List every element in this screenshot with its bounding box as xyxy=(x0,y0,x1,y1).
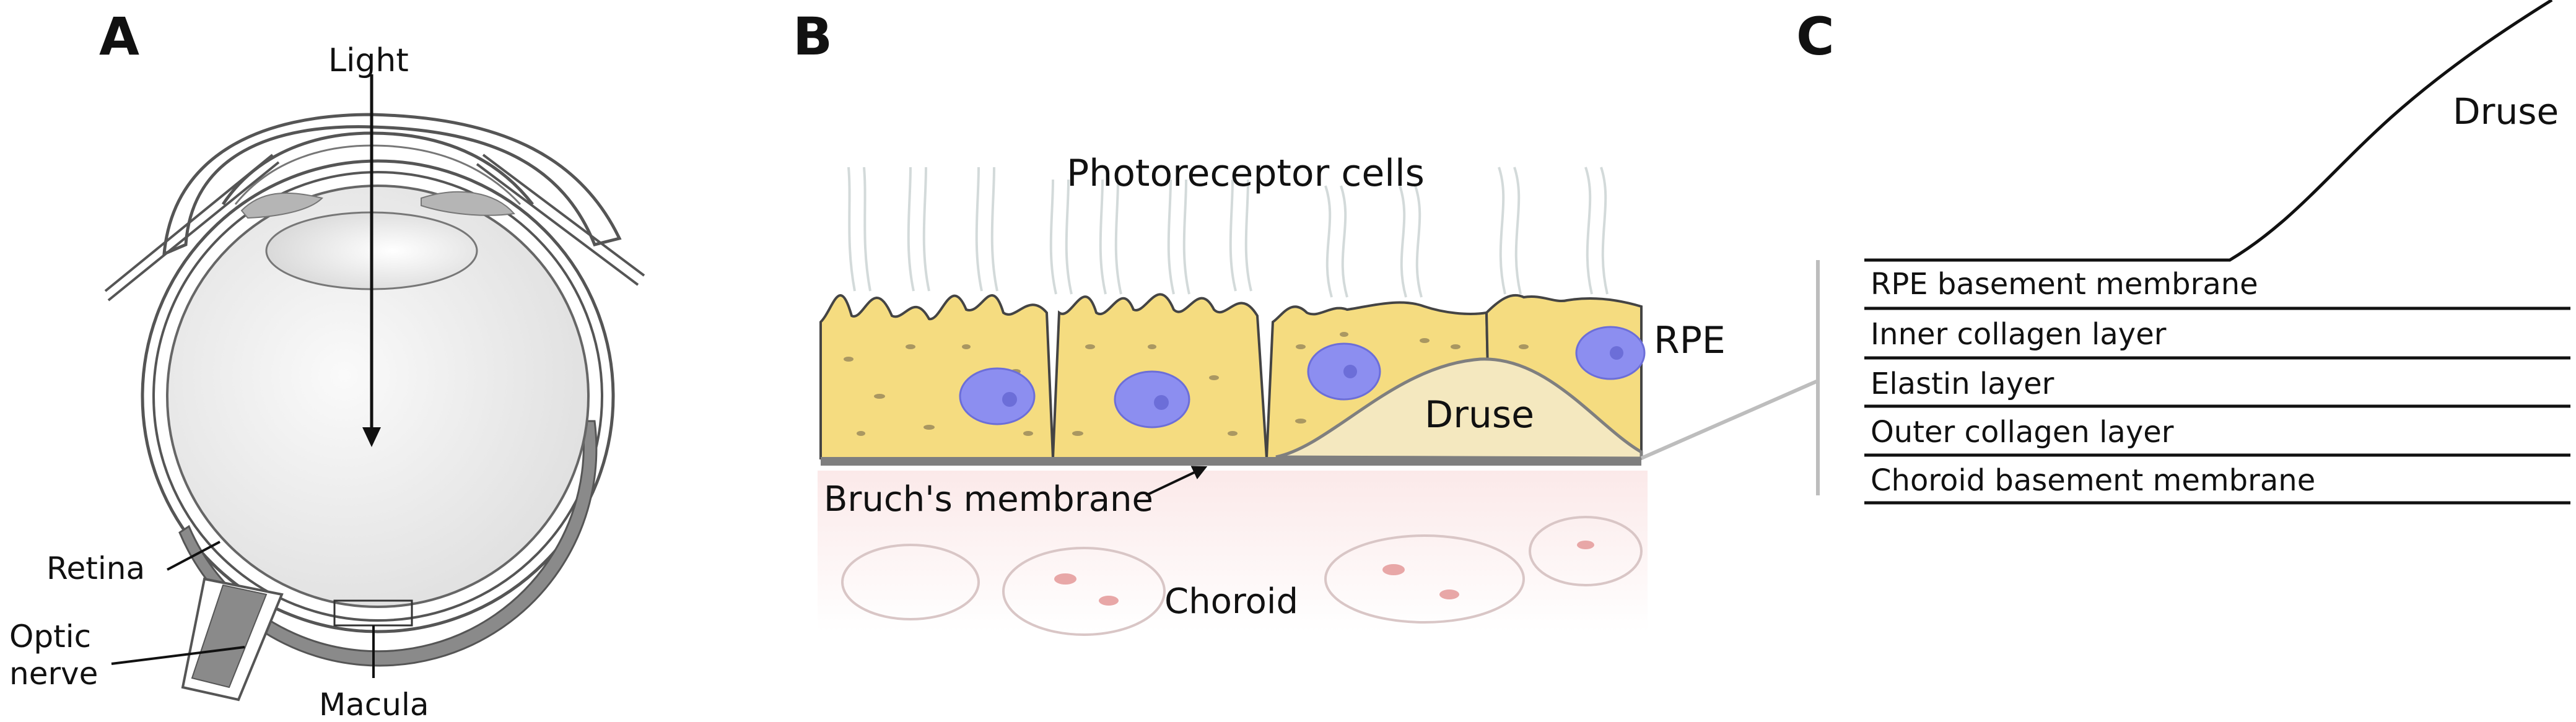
zoom-connector xyxy=(1640,379,1819,460)
iris-right xyxy=(421,191,515,216)
eyeball xyxy=(104,113,645,702)
nucleoli xyxy=(1002,346,1623,410)
panel-c-letter: C xyxy=(1796,6,1835,67)
optic-leader xyxy=(111,646,245,665)
light-arrowhead xyxy=(362,427,381,447)
label-retina: Retina xyxy=(46,550,145,586)
label-light: Light xyxy=(328,42,409,79)
bruchs-membrane xyxy=(821,457,1641,466)
panel-b: B Photore xyxy=(793,6,1819,636)
bruchs-arrow xyxy=(1145,466,1208,497)
photoreceptors xyxy=(847,167,1609,298)
label-rpe: RPE xyxy=(1654,319,1726,362)
choroid-region xyxy=(818,471,1648,632)
layer-label-rpe-basement: RPE basement membrane xyxy=(1871,267,2258,302)
nucleus-2 xyxy=(1114,370,1190,428)
layer-label-elastin: Elastin layer xyxy=(1871,367,2054,401)
label-macula: Macula xyxy=(319,687,429,722)
label-druse-b: Druse xyxy=(1425,393,1534,437)
label-bruchs: Bruch's membrane xyxy=(824,479,1153,520)
panel-a: A xyxy=(9,6,645,722)
layer-label-inner-collagen: Inner collagen layer xyxy=(1871,317,2167,352)
rpe-organelles xyxy=(844,332,1535,436)
panel-b-letter: B xyxy=(793,6,832,67)
layer-label-choroid-basement: Choroid basement membrane xyxy=(1871,463,2315,498)
druse-curve xyxy=(1864,0,2553,262)
panel-c: C Druse RPE basement membrane Inner coll… xyxy=(1796,0,2570,505)
panel-a-letter: A xyxy=(99,6,139,67)
label-choroid: Choroid xyxy=(1164,581,1298,622)
label-druse-c: Druse xyxy=(2453,90,2559,133)
choroid-cells xyxy=(1054,541,1594,606)
retina-band xyxy=(178,420,598,667)
nucleus-1 xyxy=(959,367,1036,425)
layer-label-outer-collagen: Outer collagen layer xyxy=(1871,415,2174,450)
layer-lines xyxy=(1864,307,2570,505)
choroid-vessels xyxy=(841,516,1643,636)
iris-left xyxy=(240,192,323,219)
label-photoreceptor: Photoreceptor cells xyxy=(1067,152,1425,195)
retina-leader xyxy=(167,541,220,571)
rpe-nuclei xyxy=(959,326,1646,428)
druse-deposit xyxy=(1275,357,1643,460)
label-nerve: nerve xyxy=(9,656,98,692)
label-optic: Optic xyxy=(9,619,91,655)
